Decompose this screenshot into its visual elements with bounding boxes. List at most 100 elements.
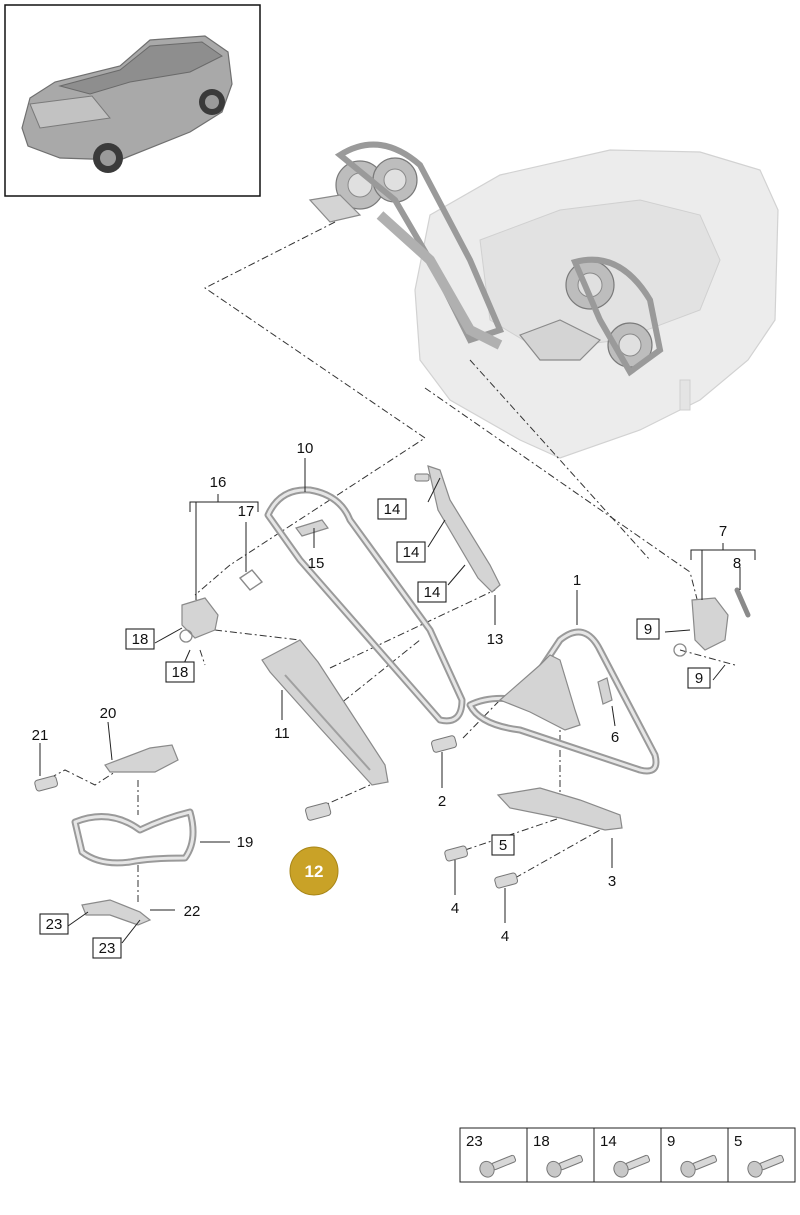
- callout-box: [92, 937, 122, 959]
- bolt-12[interactable]: [305, 802, 332, 821]
- callout-number: 11: [274, 725, 290, 742]
- callout-number: 16: [210, 474, 227, 491]
- chain-tensioner-16[interactable]: [179, 597, 219, 643]
- bolt-21[interactable]: [34, 775, 59, 792]
- legend-cell-5[interactable]: 5: [727, 1127, 796, 1183]
- callout-number: 14: [384, 501, 401, 518]
- callout-c22[interactable]: 22: [184, 903, 201, 920]
- callout-c18b[interactable]: 18: [165, 661, 195, 683]
- callout-number: 14: [403, 544, 420, 561]
- callout-number: 21: [32, 727, 49, 744]
- assembly-lines: [49, 221, 736, 905]
- callout-c14c[interactable]: 14: [417, 581, 447, 603]
- bolt-14-top[interactable]: [414, 473, 430, 482]
- callout-c8[interactable]: 8: [733, 555, 741, 572]
- callout-c16[interactable]: 16: [210, 474, 227, 491]
- callout-c18a[interactable]: 18: [125, 628, 155, 650]
- chain-tensioner-7[interactable]: [673, 597, 729, 657]
- tensioner-rail[interactable]: [498, 654, 581, 731]
- callout-c6[interactable]: 6: [611, 729, 619, 746]
- legend-cell-23[interactable]: 23: [459, 1127, 528, 1183]
- callout-c17[interactable]: 17: [238, 503, 255, 520]
- bolt-icon: [613, 1154, 651, 1178]
- bolt-4-lower[interactable]: [494, 872, 519, 889]
- slide-pad-6[interactable]: [597, 677, 613, 705]
- highlighted-part-badge[interactable]: 12: [289, 846, 339, 896]
- pin-8[interactable]: [734, 587, 751, 618]
- bolt-2[interactable]: [431, 735, 457, 753]
- engine-block-illustration: [308, 141, 779, 459]
- callout-c11[interactable]: 11: [274, 725, 290, 742]
- callout-c4a[interactable]: 4: [451, 900, 459, 917]
- callout-c3[interactable]: 3: [608, 873, 616, 890]
- callout-number: 23: [46, 916, 63, 933]
- legend-part-number: 5: [734, 1133, 742, 1150]
- callout-number: 18: [172, 664, 189, 681]
- callout-number: 15: [308, 555, 325, 572]
- callout-number: 5: [499, 837, 507, 854]
- legend-cell-18[interactable]: 18: [526, 1127, 595, 1183]
- callout-labels: 1234456789910111314141415161718181920212…: [32, 440, 741, 959]
- callout-c10[interactable]: 10: [297, 440, 314, 457]
- callout-c4b[interactable]: 4: [501, 928, 509, 945]
- timing-chain-19[interactable]: [71, 808, 197, 867]
- callout-box: [491, 834, 515, 856]
- legend-cell-border: [459, 1127, 528, 1183]
- callout-number: 18: [132, 631, 149, 648]
- callout-number: 20: [100, 705, 117, 722]
- callout-box: [165, 661, 195, 683]
- callout-number: 3: [608, 873, 616, 890]
- callout-c15[interactable]: 15: [308, 555, 325, 572]
- callout-c5[interactable]: 5: [491, 834, 515, 856]
- callout-c14a[interactable]: 14: [377, 498, 407, 520]
- timing-chain-10[interactable]: [264, 486, 466, 725]
- callout-number: 4: [451, 900, 459, 917]
- legend-cell-9[interactable]: 9: [660, 1127, 729, 1183]
- leader-lines: [39, 458, 756, 944]
- chain-guide-20[interactable]: [104, 744, 179, 773]
- bolt-4-upper[interactable]: [444, 845, 469, 862]
- callout-c23b[interactable]: 23: [92, 937, 122, 959]
- callout-box: [687, 667, 711, 689]
- legend-part-number: 18: [533, 1133, 550, 1150]
- callout-c9a[interactable]: 9: [636, 618, 660, 640]
- highlighted-part-number: 12: [305, 862, 324, 881]
- vehicle-thumbnail[interactable]: [4, 4, 261, 197]
- guide-rail-3[interactable]: [496, 787, 623, 831]
- legend-cell-border: [660, 1127, 729, 1183]
- callout-c9b[interactable]: 9: [687, 667, 711, 689]
- guide-rail-13[interactable]: [427, 465, 501, 593]
- callout-c21[interactable]: 21: [32, 727, 49, 744]
- callout-number: 8: [733, 555, 741, 572]
- callout-number: 9: [695, 670, 703, 687]
- callout-c2[interactable]: 2: [438, 793, 446, 810]
- callout-box: [417, 581, 447, 603]
- parts: [34, 465, 751, 926]
- gasket-17[interactable]: [238, 569, 264, 591]
- callout-c14b[interactable]: 14: [396, 541, 426, 563]
- bolt-legend: 23 18 14 9 5: [459, 1127, 796, 1183]
- legend-part-number: 23: [466, 1133, 483, 1150]
- callout-c1[interactable]: 1: [573, 572, 581, 589]
- bolt-icon: [747, 1154, 785, 1178]
- callout-number: 10: [297, 440, 314, 457]
- legend-cell-14[interactable]: 14: [593, 1127, 662, 1183]
- callout-number: 7: [719, 523, 727, 540]
- callout-c7[interactable]: 7: [719, 523, 727, 540]
- slide-pad-15[interactable]: [295, 519, 329, 537]
- callout-number: 4: [501, 928, 509, 945]
- callout-number: 14: [424, 584, 441, 601]
- chain-guide-22[interactable]: [81, 899, 152, 926]
- callout-c23a[interactable]: 23: [39, 913, 69, 935]
- callout-number: 2: [438, 793, 446, 810]
- callout-box: [377, 498, 407, 520]
- bolt-icon: [680, 1154, 718, 1178]
- callout-c19[interactable]: 19: [237, 834, 254, 851]
- bolt-icon: [479, 1154, 517, 1178]
- guide-rail-11[interactable]: [261, 639, 389, 786]
- callout-number: 9: [644, 621, 652, 638]
- legend-part-number: 9: [667, 1133, 675, 1150]
- callout-c20[interactable]: 20: [100, 705, 117, 722]
- callout-c13[interactable]: 13: [487, 631, 504, 648]
